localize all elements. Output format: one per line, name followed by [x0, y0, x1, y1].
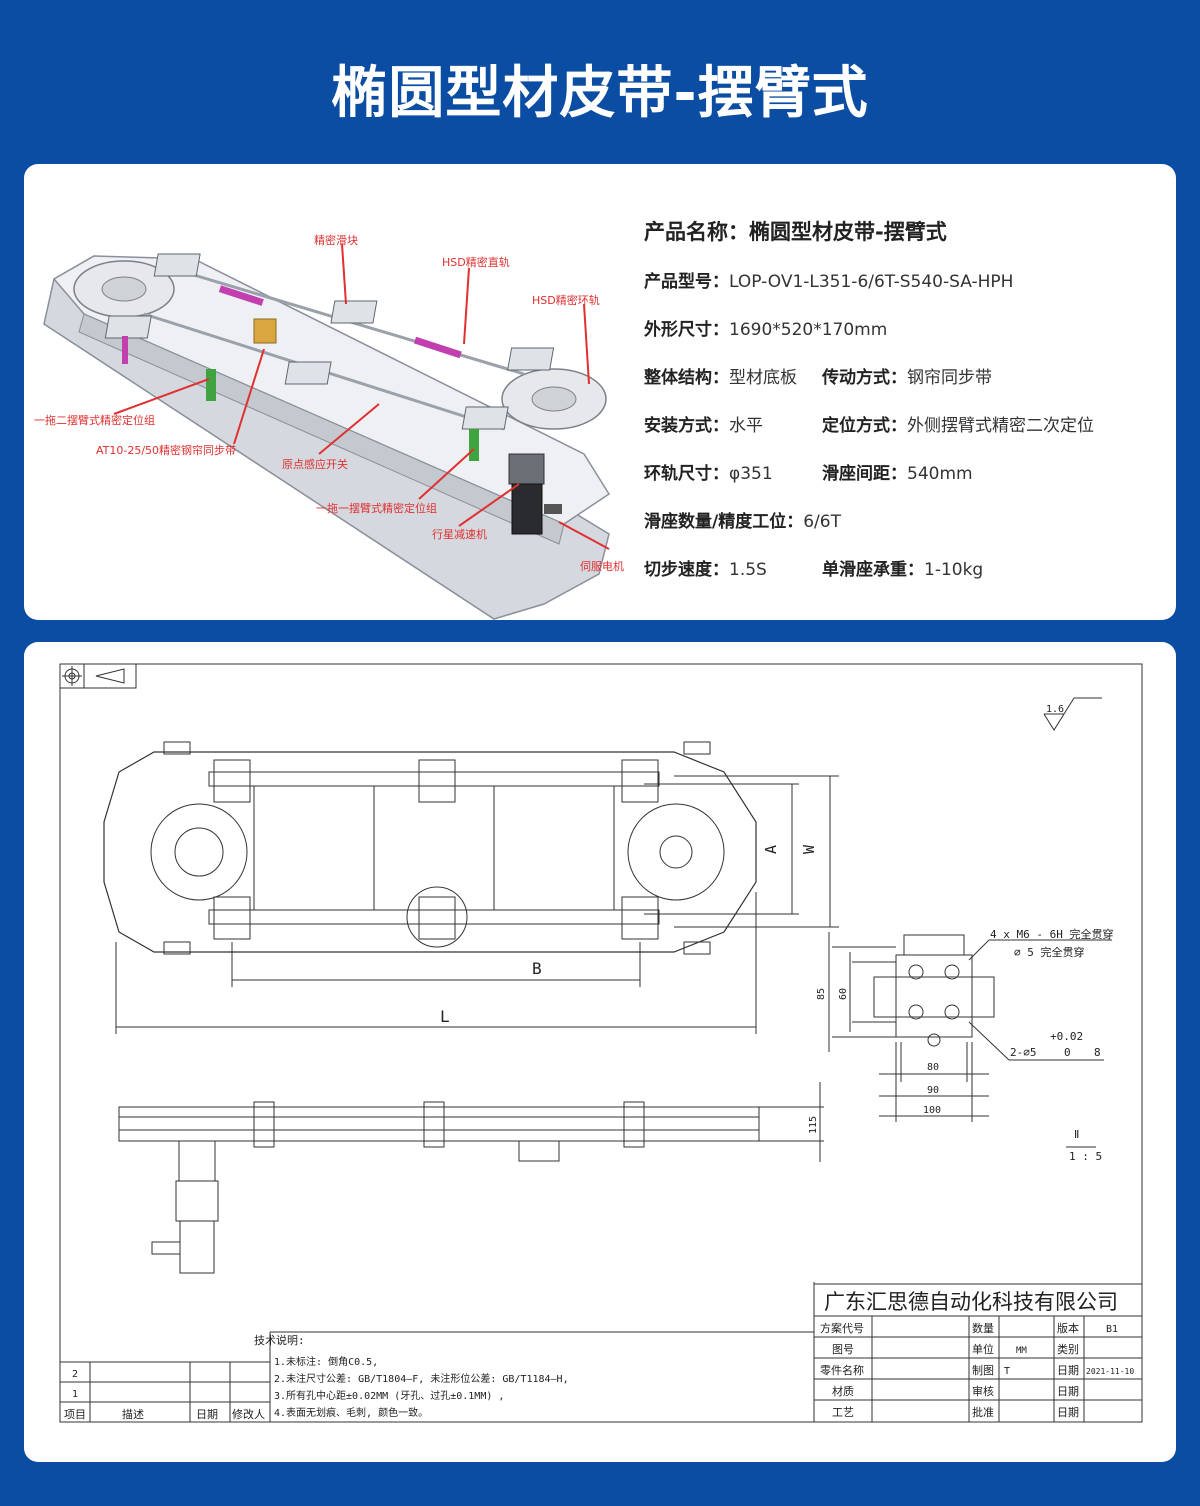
tb-date-2: 日期 [1057, 1385, 1079, 1398]
tb-plan: 方案代号 [820, 1321, 864, 1335]
tech-2: 2.未注尺寸公差: GB/T1804—F, 未注形位公差: GB/T1184—H… [274, 1372, 569, 1385]
tb-review: 审核 [972, 1384, 994, 1398]
spec-install: 安装方式：水平 定位方式：外侧摆臂式精密二次定位 [644, 411, 1144, 436]
dim-80: 80 [927, 1062, 939, 1073]
dim-60: 60 [838, 988, 849, 1000]
drawing-scale: 1 : 5 [1069, 1150, 1102, 1163]
tb-material: 材质 [832, 1384, 854, 1398]
tb-part: 零件名称 [820, 1363, 864, 1377]
spec-model: 产品型号：LOP-OV1-L351-6/6T-S540-SA-HPH [644, 272, 1014, 292]
callout-swing-two: 一拖二摆臂式精密定位组 [34, 414, 155, 427]
tech-1: 1.未标注: 倒角C0.5, [274, 1355, 378, 1368]
dim-w: W [800, 844, 818, 854]
dim-90: 90 [927, 1085, 939, 1096]
tb-unit: 单位 [972, 1342, 994, 1356]
tb-version-val: B1 [1106, 1324, 1118, 1335]
callout-belt: AT10-25/50精密钢帘同步带 [96, 444, 237, 457]
col-desc: 描述 [122, 1407, 144, 1421]
spec-position: 定位方式：外侧摆臂式精密二次定位 [822, 416, 1094, 436]
callout-swing-one: 一拖一摆臂式精密定位组 [316, 502, 437, 515]
callout-straight-rail: HSD精密直轨 [442, 256, 510, 269]
spec-pitch: 滑座间距：540mm [822, 464, 973, 484]
tb-date: 日期 [1057, 1364, 1079, 1377]
roughness-value: 1.6 [1046, 704, 1064, 715]
tol-plus: +0.02 [1050, 1030, 1083, 1043]
tb-drawn-val: T [1004, 1366, 1010, 1377]
hole-note-2: ⌀ 5 完全贯穿 [1014, 945, 1085, 959]
tb-date-3: 日期 [1057, 1406, 1079, 1419]
tech-title: 技术说明: [254, 1333, 305, 1347]
dim-b: B [532, 959, 542, 978]
col-date: 日期 [196, 1408, 218, 1421]
callout-ring-rail: HSD精密环轨 [532, 294, 600, 307]
spec-load: 单滑座承重：1-10kg [822, 560, 984, 580]
hole-note-1: 4 x M6 - 6H 完全贯穿 [990, 927, 1113, 941]
spec-structure: 整体结构：型材底板 传动方式：钢帘同步带 [644, 363, 1144, 388]
tb-approve: 批准 [972, 1405, 994, 1419]
callout-reducer: 行星减速机 [432, 528, 487, 541]
dim-a: A [762, 845, 780, 854]
tech-4: 4.表面无划痕、毛刺, 颜色一致。 [274, 1406, 428, 1419]
drawing-card: 1.6 A W B L 115 85 60 80 90 100 4 x M6 -… [24, 642, 1176, 1462]
dim-85: 85 [816, 988, 827, 1000]
tb-version: 版本 [1057, 1321, 1079, 1335]
spec-drive: 传动方式：钢帘同步带 [822, 368, 992, 388]
hole-note-3: 2-⌀5 [1010, 1046, 1037, 1059]
dim-100: 100 [923, 1105, 941, 1116]
hole-depth: 8 [1094, 1046, 1101, 1059]
tb-drawno: 图号 [832, 1343, 854, 1356]
dim-l: L [440, 1007, 450, 1026]
tol-zero: 0 [1064, 1046, 1071, 1059]
tech-3: 3.所有孔中心距±0.02MM (牙孔、过孔±0.1MM) , [274, 1389, 504, 1402]
tb-unit-val: MM [1016, 1346, 1027, 1356]
callout-slider: 精密滑块 [314, 234, 358, 247]
spec-ring: 环轨尺寸：φ351 滑座间距：540mm [644, 459, 1144, 484]
product-card: 精密滑块 HSD精密直轨 HSD精密环轨 一拖二摆臂式精密定位组 AT10-25… [24, 164, 1176, 620]
technical-drawing: 1.6 A W B L 115 85 60 80 90 100 4 x M6 -… [59, 663, 1143, 1423]
spec-count: 滑座数量/精度工位：6/6T [644, 512, 841, 532]
col-item: 项目 [64, 1408, 86, 1421]
tb-qty: 数量 [972, 1322, 994, 1335]
product-render [43, 243, 611, 620]
tb-process: 工艺 [832, 1406, 854, 1419]
tb-drawn: 制图 [972, 1364, 994, 1377]
tb-category: 类别 [1057, 1342, 1079, 1356]
col-mod: 修改人 [232, 1407, 265, 1421]
company-name: 广东汇思德自动化科技有限公司 [824, 1290, 1118, 1314]
dim-115: 115 [808, 1116, 819, 1134]
rev-2: 2 [72, 1369, 78, 1380]
tb-date-val: 2021-11-10 [1086, 1367, 1134, 1376]
rev-1: 1 [72, 1389, 78, 1400]
callout-servo: 伺服电机 [580, 560, 624, 573]
page-title: 椭圆型材皮带-摆臂式 [331, 61, 869, 126]
spec-speed: 切步速度：1.5S 单滑座承重：1-10kg [644, 555, 1144, 580]
spec-product-name: 产品名称：椭圆型材皮带-摆臂式 [644, 220, 947, 244]
spec-size: 外形尺寸：1690*520*170mm [644, 320, 888, 340]
callout-origin: 原点感应开关 [282, 458, 348, 471]
view-label: Ⅱ [1074, 1128, 1079, 1141]
